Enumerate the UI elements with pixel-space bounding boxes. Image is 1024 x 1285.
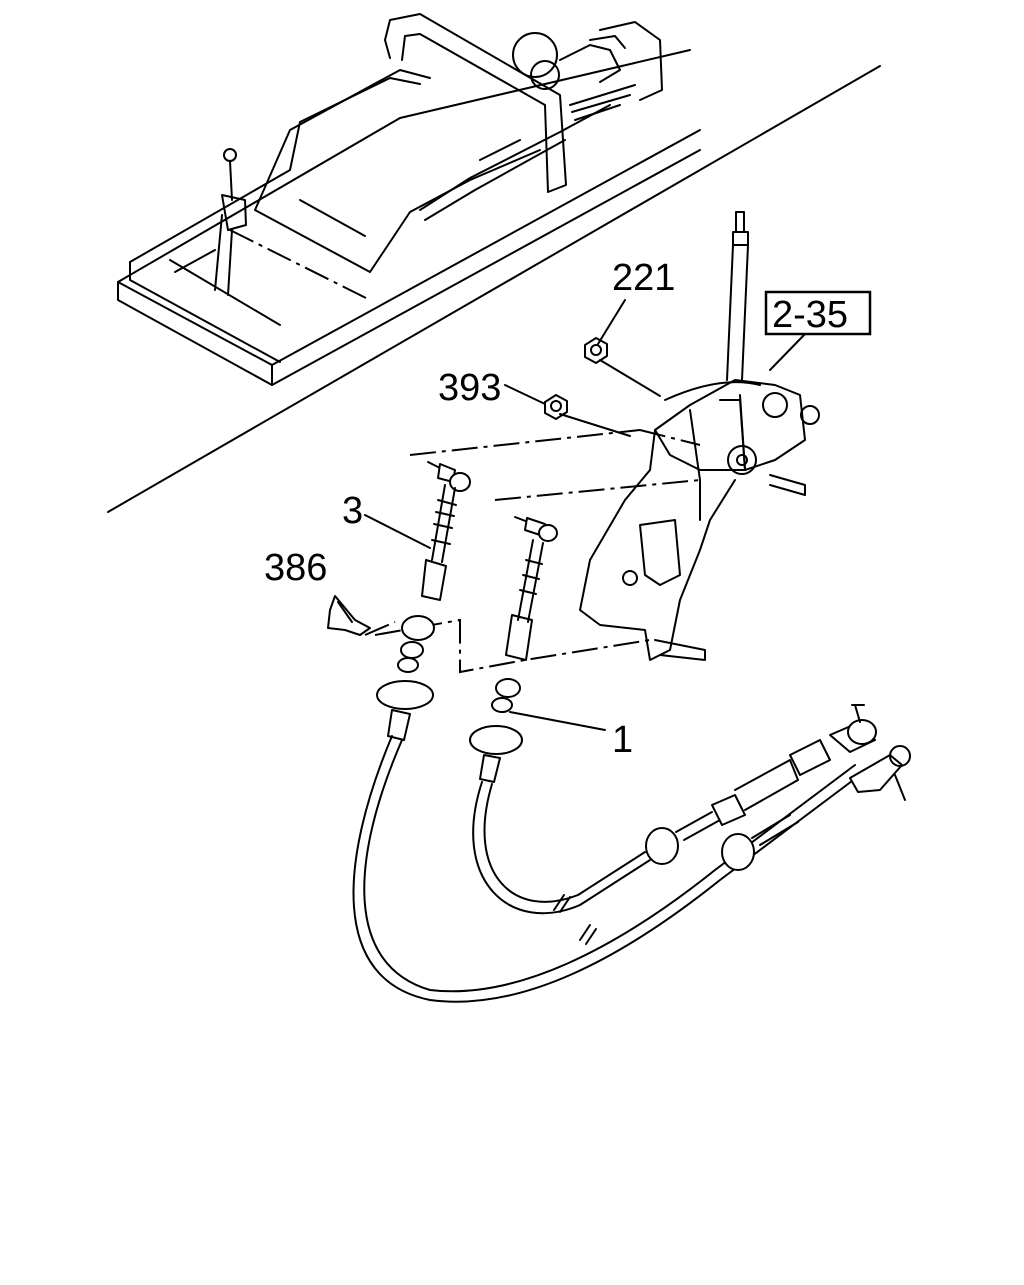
cable-1 bbox=[469, 516, 877, 915]
nut-221 bbox=[584, 299, 661, 397]
callout-386: 386 bbox=[264, 547, 327, 589]
callout-box-2-35 bbox=[764, 290, 872, 336]
callout-2-35: 2-35 bbox=[772, 294, 848, 336]
chassis-floor-panel bbox=[107, 13, 881, 513]
cable-3 bbox=[352, 461, 911, 1003]
shift-lever-assembly bbox=[579, 211, 820, 661]
callout-393: 393 bbox=[438, 367, 501, 409]
nut-393 bbox=[504, 384, 631, 437]
callout-3: 3 bbox=[342, 490, 363, 532]
callout-1: 1 bbox=[612, 719, 633, 761]
callout-221: 221 bbox=[612, 257, 675, 299]
callout-labels: 221 2-35 393 3 386 1 bbox=[264, 257, 872, 761]
clip-386 bbox=[327, 595, 371, 636]
